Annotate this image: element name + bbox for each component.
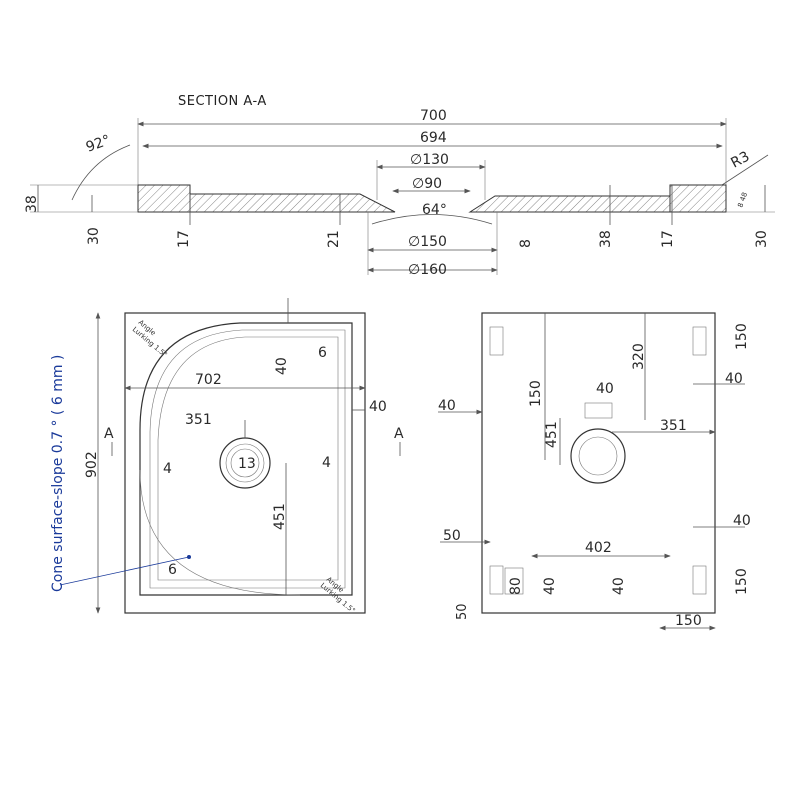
radius-r3: R3 [728,149,752,172]
dim-d90: ∅90 [412,176,442,192]
bv-dim-40-rb: 40 [733,513,751,529]
bv-dim-40-b2: 40 [611,577,627,595]
side-4-right: 4 [322,455,331,471]
dim-702: 702 [195,372,222,388]
bv-dim-40-b1: 40 [542,577,558,595]
dim-d130: ∅130 [410,152,449,168]
dim-8: 8 [518,239,534,248]
dim-902: 902 [84,451,100,478]
bv-dim-150-rb: 150 [734,568,750,595]
bv-dim-150: 150 [528,380,544,407]
section-mark-left: A [104,426,114,442]
r3-leader [721,154,769,186]
angle-64: 64° [422,202,447,218]
bv-dim-40-pad: 40 [596,381,614,397]
dim-38-left: 38 [24,195,40,213]
angle-arc-64 [371,214,493,225]
dim-21: 21 [326,230,342,248]
dim-451: 451 [272,503,288,530]
bv-dim-40-rt: 40 [725,371,743,387]
bv-dim-451: 451 [544,421,560,448]
bottom-drain-outer [570,428,626,484]
side-4-left: 4 [163,461,172,477]
bv-dim-320: 320 [631,343,647,370]
small-label: 8 48 [736,191,749,208]
dim-30-left: 30 [86,227,102,245]
dim-351: 351 [185,412,212,428]
tray-inner [149,329,346,589]
bottom-6: 6 [168,562,177,578]
tray-outline [124,312,366,614]
drain-d13: 13 [238,456,256,472]
dim-38-right: 38 [598,230,614,248]
bv-dim-150-rt: 150 [734,323,750,350]
bv-dim-50-left: 50 [443,528,461,544]
dim-700: 700 [420,108,447,124]
bv-dim-50-bottom: 50 [455,603,470,620]
dim-694: 694 [420,130,447,146]
dim-30-right: 30 [754,230,770,248]
dim-d150: ∅150 [408,234,447,250]
top-view: 13 902 702 351 40 6 40 451 4 4 6 Cone su… [50,298,404,615]
section-title: SECTION A-A [178,94,267,109]
bv-dim-351: 351 [660,418,687,434]
corner-6: 6 [318,345,327,361]
dim-17-right: 17 [660,230,676,248]
angle-arc-92 [71,144,131,201]
section-view: SECTION A-A 700 694 ∅130 ∅90 92° R3 64° … [24,94,775,278]
angle-92: 92° [84,132,113,156]
cone-note: Cone surface-slope 0.7 ° ( 6 mm ) [50,355,66,592]
bv-dim-150-bottom: 150 [675,613,702,629]
section-mark-right: A [394,426,404,442]
dim-d160: ∅160 [408,262,447,278]
bottom-outline [481,312,716,614]
bv-dim-80: 80 [508,577,524,595]
bv-dim-40-left: 40 [438,398,456,414]
bottom-view: 40 150 451 320 40 351 40 150 50 402 80 4… [438,312,751,631]
dim-40-top: 40 [274,357,290,375]
dim-40-right: 40 [369,399,387,415]
dim-17-left: 17 [176,230,192,248]
bv-dim-402: 402 [585,540,612,556]
tray-inner-outer [139,322,353,596]
